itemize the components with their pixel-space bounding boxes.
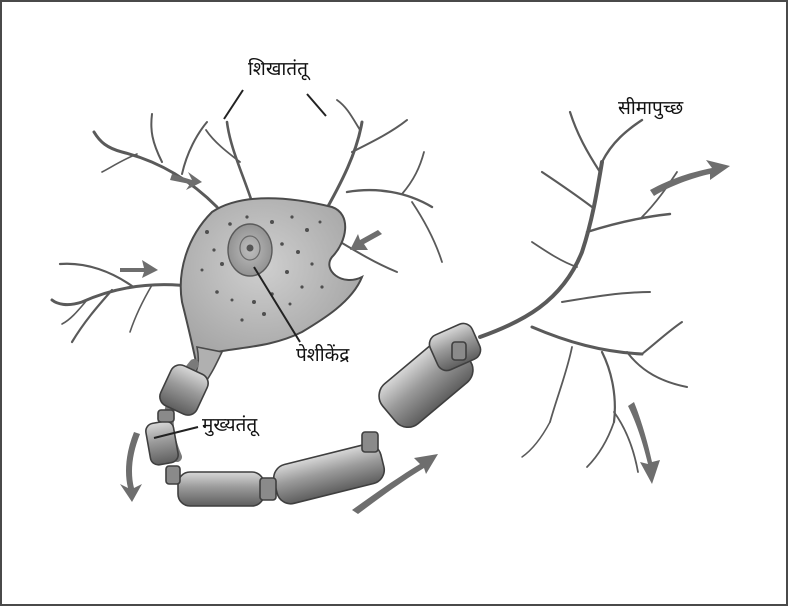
label-nucleus: पेशीकेंद्र <box>296 346 349 365</box>
axon-terminal-branches <box>480 112 687 472</box>
label-axon-terminal: सीमापुच्छ <box>618 99 683 118</box>
label-dendrites: शिखातंतू <box>248 60 308 79</box>
label-axon: मुख्यतंतू <box>202 416 257 435</box>
